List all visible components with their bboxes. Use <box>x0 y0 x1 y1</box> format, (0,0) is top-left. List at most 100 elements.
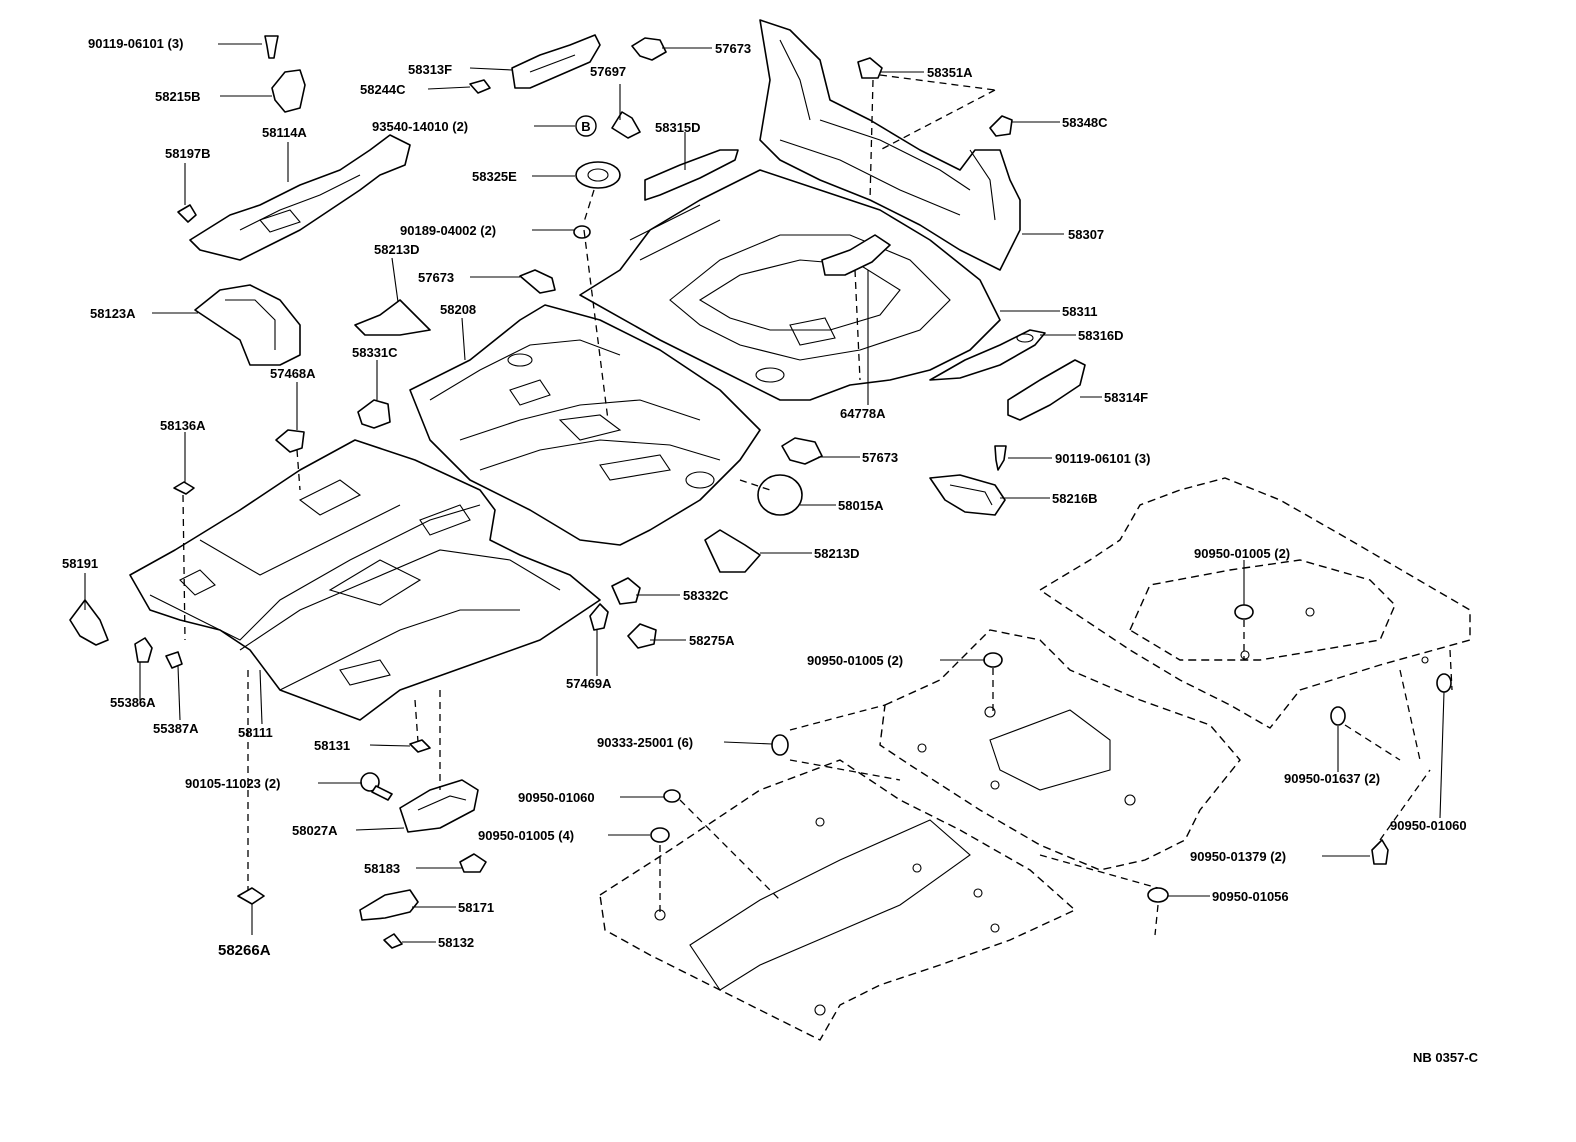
label-part: 58314F <box>1104 390 1148 405</box>
part-58332C <box>611 577 641 605</box>
label-part: 58208 <box>440 302 476 317</box>
label-part: 57469A <box>566 676 612 691</box>
label-part: 58316D <box>1078 328 1124 343</box>
label-part: 58266A <box>218 942 271 959</box>
part-58191 <box>69 599 109 646</box>
callout-b-text: B <box>581 119 590 134</box>
label-part: 58216B <box>1052 491 1098 506</box>
part-58123A <box>194 284 301 366</box>
plug-90950-01005-rear <box>1234 604 1254 620</box>
bolt-90105-11023 <box>360 772 393 801</box>
part-58132 <box>383 933 403 949</box>
label-part: 58027A <box>292 823 338 838</box>
label-part: 90950-01637 (2) <box>1284 771 1380 786</box>
part-57673-mid <box>519 269 556 294</box>
label-part: 58171 <box>458 900 494 915</box>
part-58244C <box>469 79 491 94</box>
label-part: 58183 <box>364 861 400 876</box>
label-part: 58197B <box>165 146 211 161</box>
part-58314F <box>1007 359 1086 421</box>
part-58015A <box>757 474 803 516</box>
clip-90950-01379 <box>1371 839 1389 865</box>
part-58325E <box>575 161 621 189</box>
part-58348C <box>989 115 1013 137</box>
bolt-90119-06101-top <box>264 35 279 59</box>
plug-90950-01005-center <box>983 652 1003 668</box>
label-part: 90950-01060 <box>1390 818 1467 833</box>
part-58183 <box>459 853 487 873</box>
label-part: 58275A <box>689 633 735 648</box>
label-part: 58015A <box>838 498 884 513</box>
plug-90189-04002 <box>573 225 591 239</box>
label-part: 58213D <box>374 242 420 257</box>
part-58275A <box>627 623 657 649</box>
part-57697 <box>611 111 641 139</box>
label-part: 90189-04002 (2) <box>400 223 496 238</box>
label-part: 58315D <box>655 120 701 135</box>
part-58171 <box>359 889 419 921</box>
label-part: 58325E <box>472 169 517 184</box>
label-part: 58307 <box>1068 227 1104 242</box>
callout-b-marker: B <box>575 115 597 137</box>
part-57673-top <box>631 37 667 61</box>
part-58114A <box>189 134 411 261</box>
part-58131 <box>409 739 431 753</box>
label-part: 90950-01379 (2) <box>1190 849 1286 864</box>
label-part: 58331C <box>352 345 398 360</box>
label-part: 64778A <box>840 406 886 421</box>
part-58266A <box>237 887 265 905</box>
label-part: 57673 <box>715 41 751 56</box>
part-64778A <box>821 234 891 276</box>
label-part: 58215B <box>155 89 201 104</box>
part-57468A <box>275 429 305 453</box>
label-part: 58311 <box>1062 304 1097 319</box>
part-58136A <box>173 481 195 495</box>
grommet-90333-25001 <box>771 734 789 756</box>
part-58197B <box>177 204 197 223</box>
grommet-90950-01060-right <box>1436 673 1452 693</box>
label-part: 58131 <box>314 738 350 753</box>
label-part: 58123A <box>90 306 136 321</box>
center-floor-carpet <box>879 629 1241 871</box>
label-part: 57673 <box>418 270 454 285</box>
part-57673-right <box>781 437 823 465</box>
label-part: 58111 <box>238 725 273 740</box>
label-part: 90950-01060 <box>518 790 595 805</box>
label-part: 57697 <box>590 64 626 79</box>
label-part: 58132 <box>438 935 474 950</box>
rear-floor-pan-58311 <box>579 169 1001 401</box>
label-part: 58332C <box>683 588 729 603</box>
part-58213D-lower <box>704 529 761 573</box>
part-58315D <box>644 149 739 201</box>
leader-lines <box>84 43 1445 943</box>
front-floor-pan-58111 <box>129 439 601 721</box>
label-part: 58348C <box>1062 115 1108 130</box>
rear-floor-carpet <box>1038 477 1471 729</box>
part-58216B <box>929 474 1006 516</box>
part-58313F <box>511 34 601 89</box>
part-58213D-upper <box>354 299 431 336</box>
part-58215B <box>271 69 306 113</box>
label-part: 58136A <box>160 418 206 433</box>
part-58316D <box>929 329 1046 381</box>
diagram-code: NB 0357-C <box>1413 1050 1479 1065</box>
assembly-lines <box>182 74 1453 936</box>
plug-90950-01056 <box>1147 887 1169 903</box>
part-58331C <box>357 399 391 429</box>
label-part: 90950-01005 (2) <box>807 653 903 668</box>
part-labels: 90119-06101 (3) 58215B 58313F 58244C 576… <box>62 36 1467 959</box>
label-part: 57468A <box>270 366 316 381</box>
label-part: 90950-01005 (2) <box>1194 546 1290 561</box>
label-part: 90333-25001 (6) <box>597 735 693 750</box>
label-part: 90119-06101 (3) <box>1055 451 1150 466</box>
label-part: 58313F <box>408 62 452 77</box>
label-part: 55386A <box>110 695 156 710</box>
label-part: 55387A <box>153 721 199 736</box>
plug-90950-01005-front <box>650 827 670 843</box>
label-part: 90950-01056 <box>1212 889 1289 904</box>
part-58351A <box>857 57 883 79</box>
part-55386A <box>134 637 153 663</box>
part-57469A <box>589 603 609 631</box>
label-part: 90950-01005 (4) <box>478 828 574 843</box>
part-55387A <box>165 651 183 669</box>
